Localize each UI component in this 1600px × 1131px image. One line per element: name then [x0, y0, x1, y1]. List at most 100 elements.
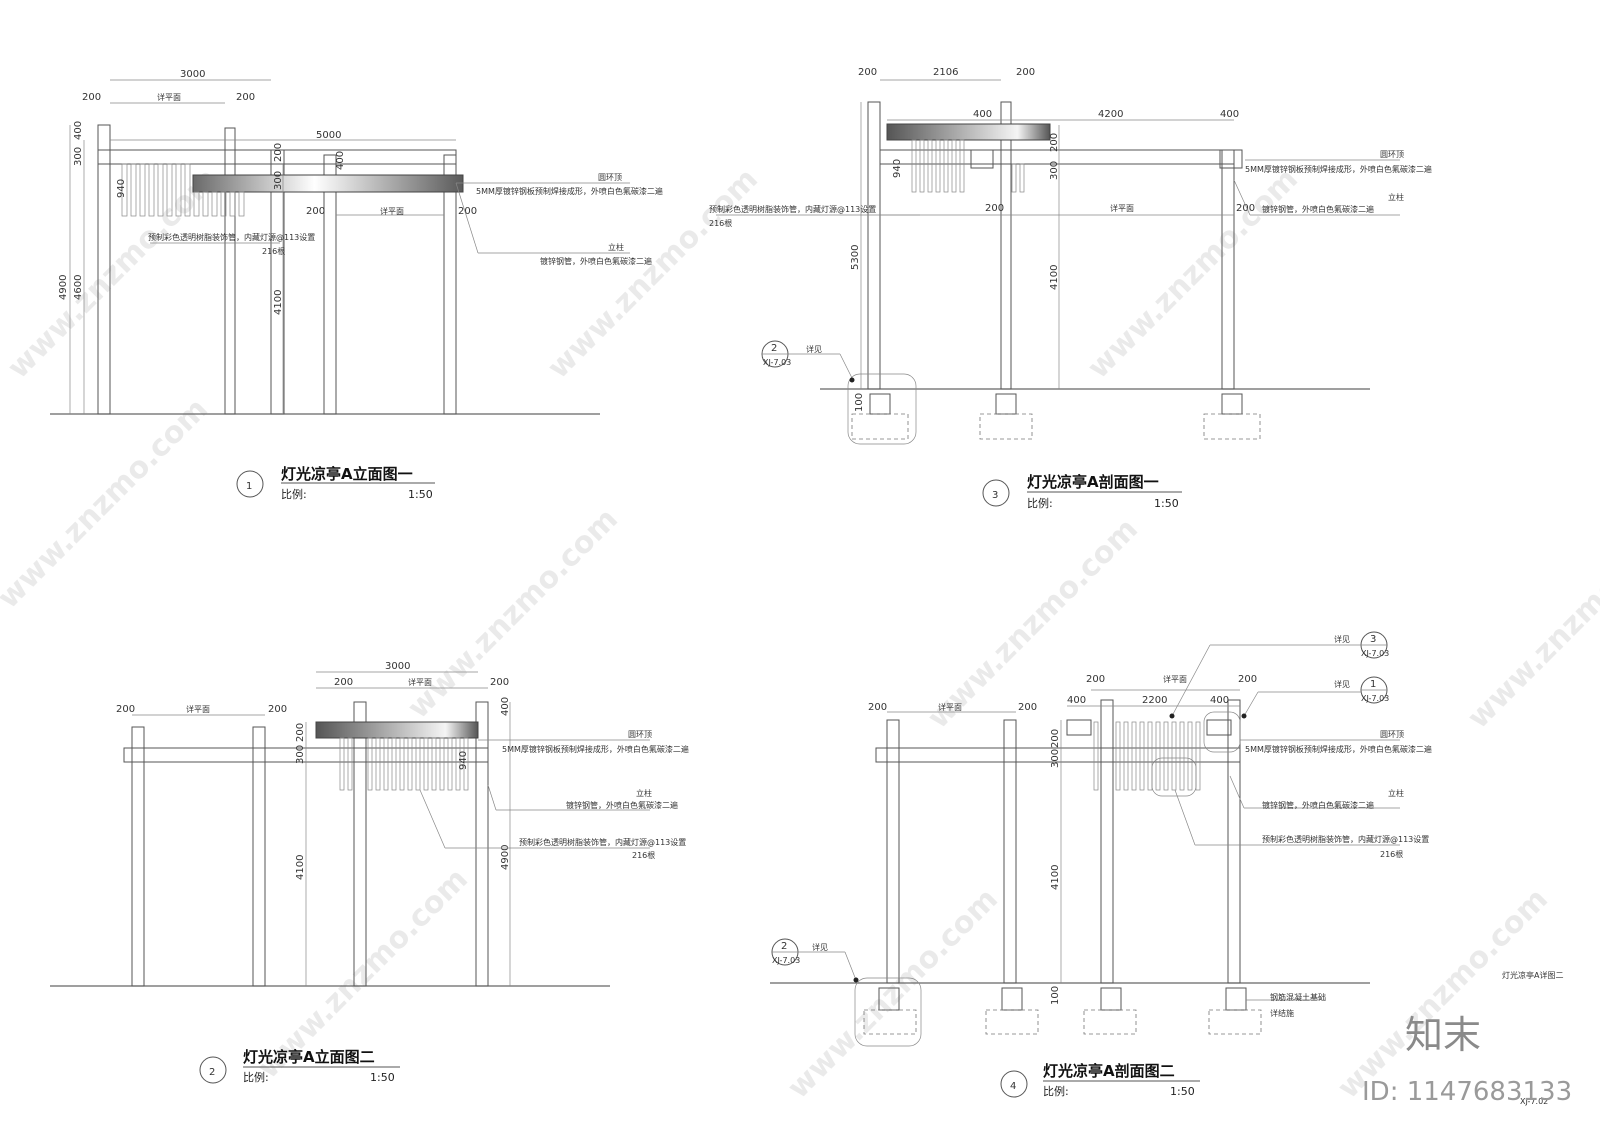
footing: [979, 413, 1033, 440]
dim-note: 详平面: [380, 206, 404, 216]
column: [97, 124, 111, 415]
dim-label: 400: [1220, 109, 1239, 120]
dim-label: 300: [73, 147, 84, 166]
view-title: 灯光凉亭A立面图一: [281, 465, 413, 483]
view-number-circle: [1000, 1070, 1028, 1098]
ring-cap: [1219, 149, 1243, 169]
dim-label: 300: [295, 745, 306, 764]
dim-label: 200: [295, 723, 306, 742]
note-column: 镀锌钢管，外喷白色氟碳漆二遍: [540, 256, 652, 266]
dim-label: 400: [1067, 695, 1086, 706]
leader-line: [455, 182, 479, 254]
dim-note: 详平面: [186, 704, 210, 714]
note-count: 216根: [262, 246, 285, 256]
dimension-lines: [132, 671, 511, 986]
watermark: www.znzmo.com: [1461, 512, 1600, 736]
watermark: www.znzmo.com: [401, 502, 625, 726]
detail-ref-sheet: XJ-7.03: [772, 956, 800, 965]
note-column-label: 立柱: [1388, 192, 1404, 202]
dim-label: 4900: [500, 845, 511, 870]
dim-label: 200: [858, 67, 877, 78]
view-number-circle: [236, 470, 264, 498]
view-title: 灯光凉亭A立面图二: [243, 1048, 375, 1066]
resin-tube-group: [121, 163, 245, 217]
dimension-lines: [69, 79, 456, 414]
dim-label: 4100: [273, 290, 284, 315]
detail-ref-number: 2: [781, 941, 787, 952]
dim-label: 200: [1238, 674, 1257, 685]
detail-callout: [854, 977, 922, 1047]
dim-label: 200: [306, 206, 325, 217]
sheet-number: XJ-7.02: [1520, 1097, 1548, 1106]
dim-label: 940: [892, 159, 903, 178]
beam: [97, 149, 457, 165]
dim-label: 400: [500, 697, 511, 716]
view-number: 1: [246, 481, 252, 492]
note-column-label: 立柱: [1388, 788, 1404, 798]
note-plate: 5MM厚镀锌钢板预制焊接成形，外喷白色氟碳漆二遍: [1245, 744, 1432, 754]
column: [131, 726, 145, 987]
scale-value: 1:50: [1170, 1085, 1195, 1098]
watermark: www.znzmo.com: [1081, 162, 1305, 386]
note-column: 镀锌钢管，外喷白色氟碳漆二遍: [1262, 800, 1374, 810]
scale-label: 比例:: [243, 1070, 269, 1084]
note-column: 镀锌钢管，外喷白色氟碳漆二遍: [1262, 204, 1374, 214]
dim-label: 100: [1050, 986, 1061, 1005]
note-count: 216根: [1380, 849, 1403, 859]
ring-cap: [970, 149, 994, 169]
resin-tube-group: [1093, 721, 1201, 791]
dim-label: 200: [273, 143, 284, 162]
column: [886, 719, 900, 984]
note-tube: 预制彩色透明树脂装饰管，内藏灯源@113设置: [1262, 834, 1429, 844]
dim-label: 400: [1210, 695, 1229, 706]
footing: [869, 393, 891, 415]
note-plate: 5MM厚镀锌钢板预制焊接成形，外喷白色氟碳漆二遍: [476, 186, 663, 196]
dim-label: 2200: [1142, 695, 1167, 706]
dim-label: 2106: [933, 67, 958, 78]
detail-ref-label: 详见: [806, 344, 822, 354]
detail-ref-label: 详见: [1334, 634, 1350, 644]
footing: [1208, 1009, 1262, 1035]
resin-tube-group: [911, 139, 1025, 193]
note-ring: 圆环顶: [1380, 150, 1404, 159]
footing: [1083, 1009, 1137, 1035]
dim-label: 200: [868, 702, 887, 713]
dim-note: 详平面: [157, 92, 181, 102]
dim-label: 400: [335, 151, 346, 170]
leader-dot: [849, 377, 855, 383]
footing: [995, 393, 1017, 415]
dim-label: 200: [458, 206, 477, 217]
note-ring: 圆环顶: [1380, 730, 1404, 739]
brand-logo: 知末: [1405, 1013, 1481, 1057]
dim-label: 200: [1086, 674, 1105, 685]
detail-ref-number: 1: [1370, 679, 1376, 690]
dimension-lines: [860, 79, 1234, 389]
note-foundation: 钢筋混凝土基础: [1270, 992, 1326, 1002]
detail-callout: [1151, 757, 1197, 797]
dim-label: 300: [273, 171, 284, 190]
detail-ref-sheet: XJ-7.03: [763, 358, 791, 367]
dim-label: 400: [73, 121, 84, 140]
watermark: www.znzmo.com: [1, 162, 225, 386]
detail-ref-number: 3: [1370, 634, 1376, 645]
detail-ref-label: 详见: [1334, 679, 1350, 689]
watermark: www.znzmo.com: [1331, 882, 1555, 1106]
dim-label: 300: [1050, 749, 1061, 768]
scale-label: 比例:: [1027, 496, 1053, 510]
column: [475, 701, 489, 987]
dim-label: 200: [1016, 67, 1035, 78]
view-elevation-1: 3000 200 200 详平面 5000 4900 4600 400 300 …: [50, 69, 663, 501]
view-number: 3: [992, 490, 998, 501]
detail-ref-sheet: XJ-7.03: [1361, 649, 1389, 658]
dim-label: 100: [854, 393, 865, 412]
view-number: 4: [1010, 1081, 1016, 1092]
dim-label: 4600: [73, 275, 84, 300]
scale-value: 1:50: [370, 1071, 395, 1084]
column: [1000, 101, 1012, 390]
view-section-2: 200 200 详平面 200 200 详平面 400 2200 400 200…: [770, 631, 1432, 1098]
note-count: 216根: [709, 218, 732, 228]
view-elevation-2: 3000 200 200 详平面 200 200 详平面 4100 4900 4…: [50, 661, 689, 1084]
note-column: 镀锌钢管，外喷白色氟碳漆二遍: [566, 800, 678, 810]
dim-label: 4200: [1098, 109, 1123, 120]
